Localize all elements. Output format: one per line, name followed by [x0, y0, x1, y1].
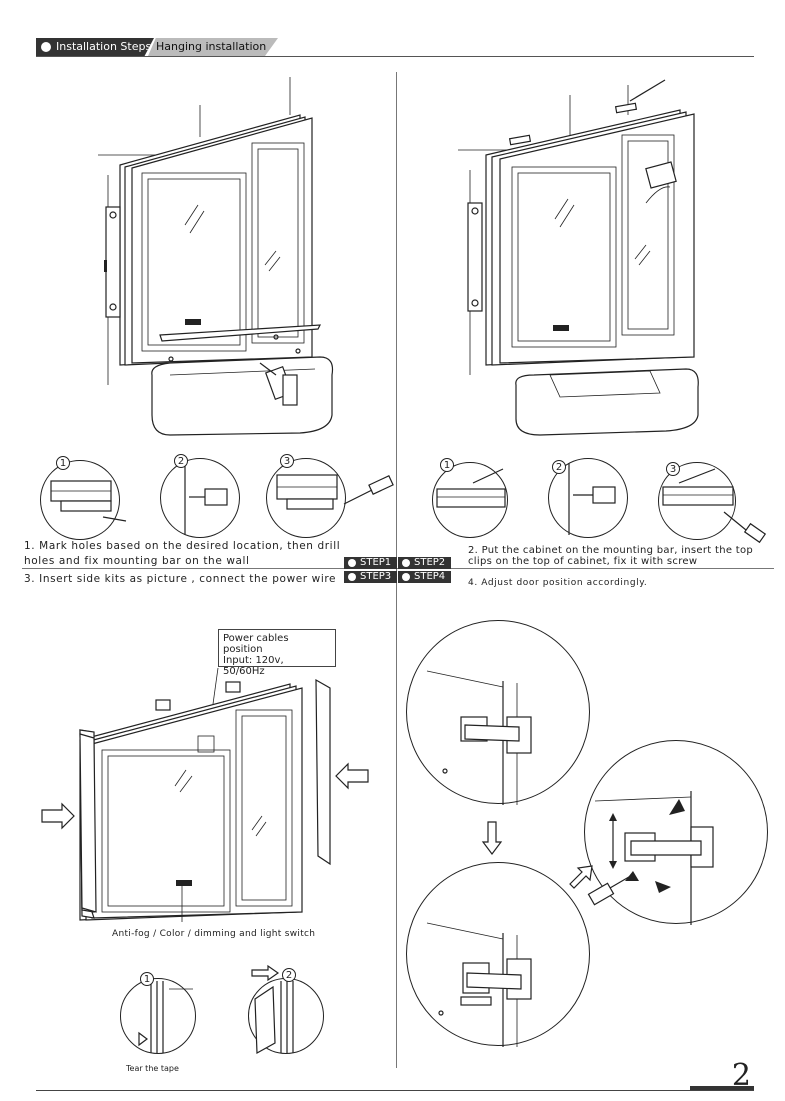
step2-badge-3: 3 — [666, 462, 680, 476]
page-number-bar — [690, 1086, 754, 1090]
step3-caption: 3. Insert side kits as picture , connect… — [24, 573, 337, 585]
step1-cabinet-illustration — [98, 77, 334, 436]
step1-badge-2: 2 — [174, 454, 188, 468]
arrow-diagonal-icon — [569, 865, 593, 889]
step4-label: STEP4 — [398, 571, 452, 583]
step2-badge-1: 1 — [440, 458, 454, 472]
screwdriver-icon — [587, 873, 635, 906]
step1-detail-2 — [160, 458, 240, 538]
step2-detail-2 — [548, 458, 628, 538]
arrow-down-icon — [481, 821, 503, 855]
section-tab: Installation Steps — [36, 38, 154, 56]
step1-badge-1: 1 — [56, 456, 70, 470]
step2-cabinet-illustration — [458, 79, 699, 436]
switch-label: Anti-fog / Color / dimming and light swi… — [112, 929, 316, 939]
step1-caption-line1: 1. Mark holes based on the desired locat… — [24, 540, 341, 552]
left-side-kit — [79, 733, 97, 913]
tear-tape-label: Tear the tape — [126, 1064, 179, 1073]
arrow-right-icon — [251, 964, 280, 982]
tape-badge-1: 1 — [140, 972, 154, 986]
step2-caption-line2: clips on the top of cabinet, fix it with… — [468, 556, 698, 567]
step2-badge-2: 2 — [552, 460, 566, 474]
step3-label: STEP3 — [344, 571, 398, 583]
power-cables-title: Power cables position — [223, 633, 289, 655]
step2-detail-3 — [658, 462, 736, 540]
step1-detail-1 — [40, 460, 127, 540]
vertical-divider — [396, 72, 397, 1068]
step4-caption: 4. Adjust door position accordingly. — [468, 578, 648, 588]
header-rule — [36, 56, 754, 57]
tape-detail-2 — [248, 978, 324, 1054]
subsection-tab: Hanging installation — [148, 38, 278, 56]
step2-label: STEP2 — [398, 557, 452, 569]
step1-label: STEP1 — [344, 557, 398, 569]
step1-detail-3 — [266, 458, 346, 538]
tape-detail-1 — [120, 978, 196, 1054]
tape-badge-2: 2 — [282, 968, 296, 982]
power-frequency-text: 50/60Hz — [223, 666, 265, 677]
screwdriver-icon — [723, 511, 767, 544]
subsection-title: Hanging installation — [156, 40, 267, 53]
screwdriver-icon — [343, 475, 394, 505]
hinge-detail-top — [406, 620, 590, 805]
power-input-text: Input: 120v, — [223, 655, 284, 666]
footer-rule — [36, 1090, 754, 1091]
step2-detail-1 — [432, 462, 508, 538]
bullet-icon — [41, 42, 51, 52]
step2-caption-line1: 2. Put the cabinet on the mounting bar, … — [468, 545, 754, 556]
page-number: 2 — [731, 1058, 751, 1093]
step1-badge-3: 3 — [280, 454, 294, 468]
hinge-detail-bottom — [406, 862, 590, 1047]
step1-caption-line2: holes and fix mounting bar on the wall — [24, 555, 250, 567]
power-cables-callout: Power cables position Input: 120v, 50/60… — [218, 629, 336, 677]
hinge-detail-adjust — [584, 740, 768, 925]
section-title: Installation Steps — [56, 40, 152, 53]
